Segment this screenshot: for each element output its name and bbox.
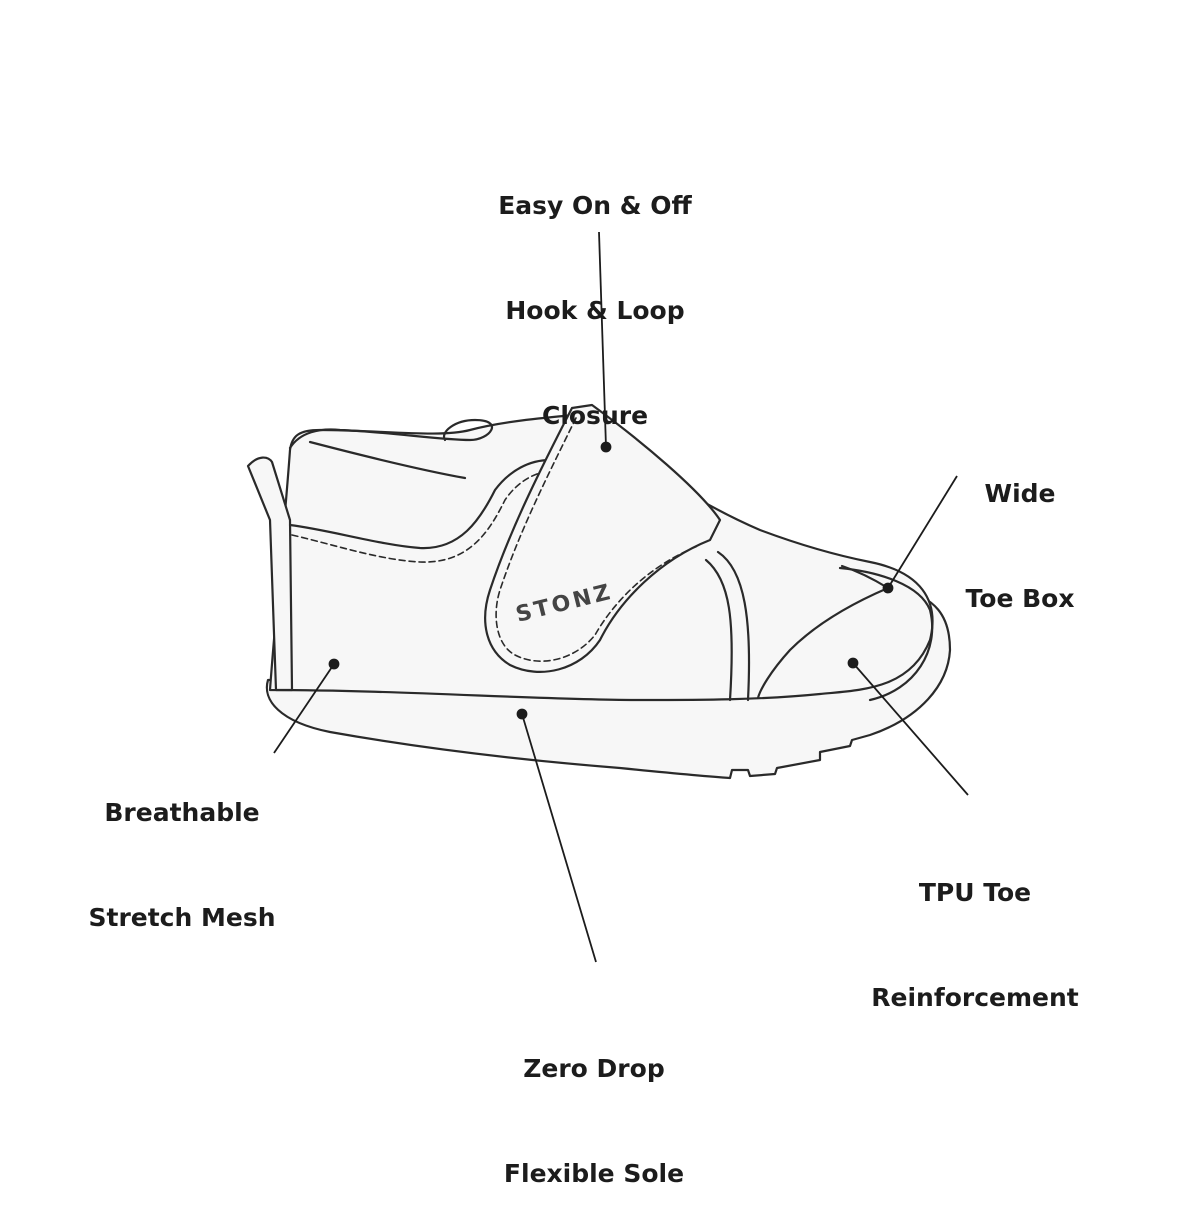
callout-toe-reinforcement: TPU Toe Reinforcement: [870, 805, 1080, 1050]
callout-line: Zero Drop: [523, 1054, 665, 1083]
callout-line: Reinforcement: [871, 983, 1079, 1012]
callout-line: Wide: [984, 479, 1056, 508]
callout-line: Stretch Mesh: [88, 903, 276, 932]
callout-line: Easy On & Off: [498, 191, 692, 220]
callout-closure: Easy On & Off Hook & Loop Closure: [480, 118, 710, 468]
strap-outline: [484, 403, 722, 673]
callout-line: Closure: [541, 401, 649, 430]
callout-toe-box: Wide Toe Box: [950, 406, 1090, 651]
callout-line: Hook & Loop: [505, 296, 685, 325]
shoe-illustration: STONZ: [246, 231, 969, 963]
callout-line: TPU Toe: [918, 878, 1032, 907]
callout-sole: Zero Drop Flexible Sole: [494, 981, 694, 1226]
callout-line: Flexible Sole: [503, 1159, 685, 1188]
callout-mesh: Breathable Stretch Mesh: [82, 725, 282, 970]
callout-line: Breathable: [104, 798, 260, 827]
callout-line: Toe Box: [965, 584, 1075, 613]
